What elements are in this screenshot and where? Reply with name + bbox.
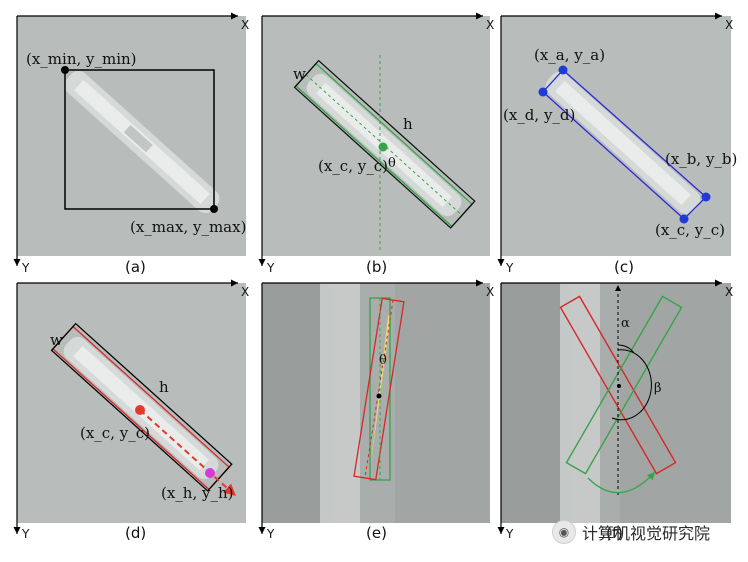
min-corner-label: (x_min, y_min) <box>26 50 137 68</box>
h-label-d: h <box>159 378 169 396</box>
point-b <box>702 193 711 202</box>
label-a: (x_a, y_a) <box>534 46 605 64</box>
head-label-d: (x_h, y_h) <box>161 484 234 502</box>
panel-a: (x_min, y_min) (x_max, y_max) X Y (a) <box>17 16 249 276</box>
axis-y-label: Y <box>505 261 514 275</box>
panel-f: α β X Y (f) <box>501 283 733 542</box>
center-label-b: (x_c, y_c) <box>318 157 388 175</box>
watermark-text: 计算机视觉研究院 <box>582 520 710 544</box>
axis-x-label: X <box>241 285 249 299</box>
panel-d: w h (x_c, y_c) (x_h, y_h) X Y (d) <box>17 283 249 542</box>
alpha-label: α <box>621 316 630 331</box>
panel-c-caption: (c) <box>614 258 634 276</box>
axis-y-label: Y <box>21 261 30 275</box>
w-label-b: w <box>293 65 306 83</box>
beta-label: β <box>654 381 662 396</box>
center-point-f <box>617 384 621 388</box>
theta-label-b: θ <box>388 156 396 171</box>
max-corner-label: (x_max, y_max) <box>130 218 246 236</box>
axis-x-label: X <box>486 285 494 299</box>
label-d: (x_d, y_d) <box>503 106 575 124</box>
axis-y-label: Y <box>21 527 30 541</box>
panel-b-caption: (b) <box>366 258 387 276</box>
axis-y-label: Y <box>505 527 514 541</box>
point-a <box>559 66 568 75</box>
point-d <box>539 88 548 97</box>
max-corner-point <box>210 205 218 213</box>
axis-x-label: X <box>725 285 733 299</box>
label-b: (x_b, y_b) <box>665 150 737 168</box>
head-point <box>205 468 215 478</box>
label-c: (x_c, y_c) <box>655 221 725 239</box>
center-label-d: (x_c, y_c) <box>80 424 150 442</box>
theta-label-e: θ <box>379 353 387 368</box>
axis-x-label: X <box>486 18 494 32</box>
panel-a-caption: (a) <box>125 258 146 276</box>
panel-e: θ X Y (e) <box>262 283 494 542</box>
center-point-d <box>135 405 145 415</box>
panel-b: w h (x_c, y_c) θ X Y (b) <box>262 16 494 276</box>
wechat-logo-icon: ◉ <box>552 520 576 544</box>
h-label-b: h <box>403 115 413 133</box>
axis-y-label: Y <box>266 527 275 541</box>
axis-x-label: X <box>725 18 733 32</box>
center-point-e <box>377 394 382 399</box>
panel-c: (x_a, y_a) (x_d, y_d) (x_b, y_b) (x_c, y… <box>501 16 737 276</box>
center-point-b <box>379 143 388 152</box>
axis-y-label: Y <box>266 261 275 275</box>
axis-x-label: X <box>241 18 249 32</box>
panel-e-caption: (e) <box>366 524 387 542</box>
panel-d-caption: (d) <box>125 524 146 542</box>
w-label-d: w <box>50 331 63 349</box>
watermark: ◉ 计算机视觉研究院 <box>552 520 710 544</box>
